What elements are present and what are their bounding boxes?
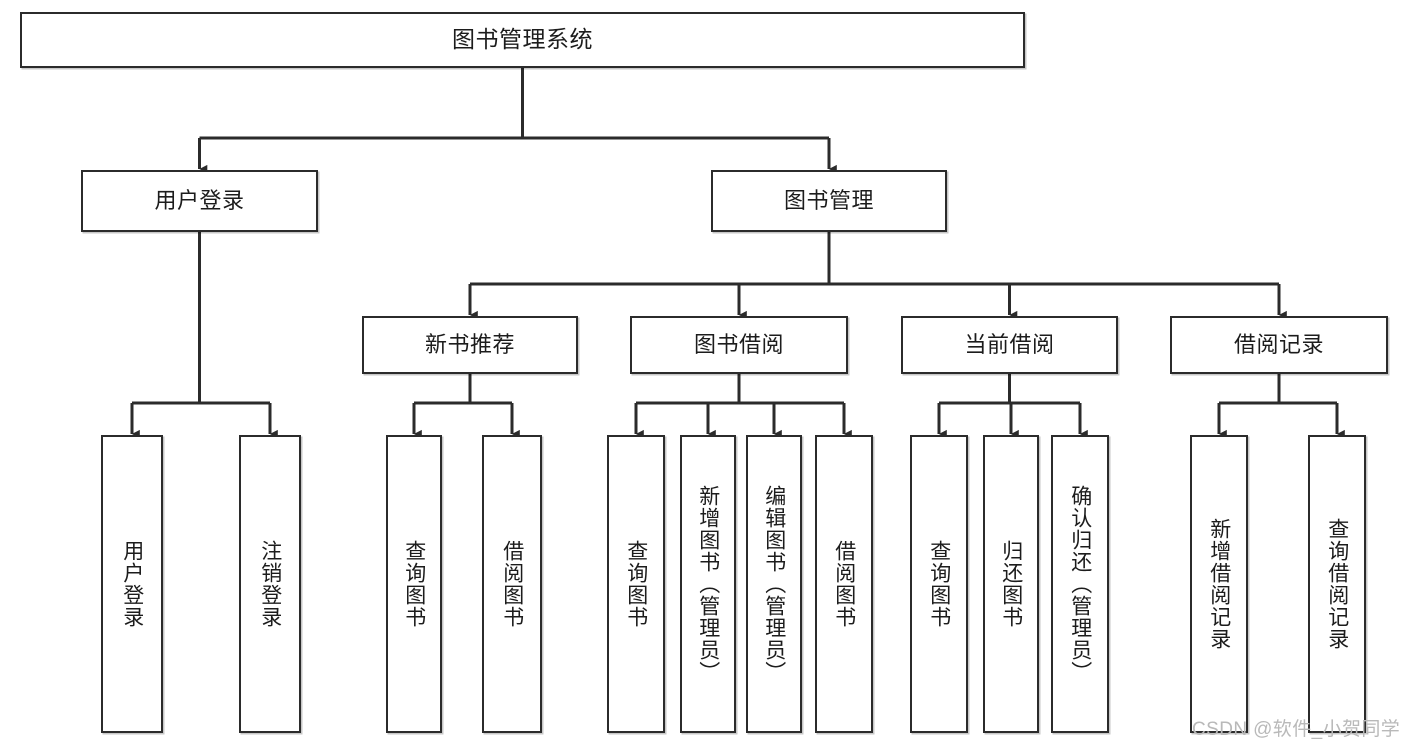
node-label: 借阅图书: [500, 540, 524, 628]
node-label: 新书推荐: [424, 332, 515, 358]
node-leaf-user-login[interactable]: 用户登录: [101, 435, 163, 733]
node-leaf-edit-book[interactable]: 编辑图书（管理员）: [746, 435, 802, 733]
node-leaf-return-book[interactable]: 归还图书: [983, 435, 1039, 733]
node-leaf-user-logout[interactable]: 注销登录: [239, 435, 301, 733]
node-leaf-query-book-2[interactable]: 查询图书: [607, 435, 665, 733]
node-leaf-query-book-1[interactable]: 查询图书: [386, 435, 442, 733]
node-label: 当前借阅: [964, 332, 1055, 358]
node-label: 编辑图书（管理员）: [762, 485, 786, 683]
node-label: 确认归还（管理员）: [1068, 485, 1092, 683]
node-label: 注销登录: [258, 540, 282, 628]
node-book-borrow[interactable]: 图书借阅: [630, 316, 848, 374]
node-label: 用户登录: [154, 188, 245, 214]
node-book-manage[interactable]: 图书管理: [711, 170, 947, 232]
node-label: 用户登录: [120, 540, 144, 628]
node-leaf-add-record[interactable]: 新增借阅记录: [1190, 435, 1248, 733]
node-root[interactable]: 图书管理系统: [20, 12, 1025, 68]
node-leaf-borrow-book-2[interactable]: 借阅图书: [815, 435, 873, 733]
node-current-borrow[interactable]: 当前借阅: [901, 316, 1118, 374]
node-new-book-recommend[interactable]: 新书推荐: [362, 316, 578, 374]
node-label: 新增借阅记录: [1207, 518, 1231, 650]
node-label: 图书管理系统: [452, 26, 593, 53]
node-leaf-confirm-return[interactable]: 确认归还（管理员）: [1051, 435, 1109, 733]
node-leaf-add-book[interactable]: 新增图书（管理员）: [680, 435, 736, 733]
node-leaf-borrow-book-1[interactable]: 借阅图书: [482, 435, 542, 733]
node-label: 查询图书: [402, 540, 426, 628]
node-label: 归还图书: [999, 540, 1023, 628]
node-borrow-record[interactable]: 借阅记录: [1170, 316, 1388, 374]
node-label: 查询图书: [624, 540, 648, 628]
node-label: 图书借阅: [693, 332, 784, 358]
node-leaf-query-book-3[interactable]: 查询图书: [910, 435, 968, 733]
node-user-login[interactable]: 用户登录: [81, 170, 318, 232]
node-label: 借阅记录: [1233, 332, 1324, 358]
node-label: 查询图书: [927, 540, 951, 628]
node-label: 图书管理: [783, 188, 874, 214]
node-label: 借阅图书: [832, 540, 856, 628]
csdn-watermark: CSDN @软件_小贺同学: [1192, 719, 1401, 740]
node-label: 查询借阅记录: [1325, 518, 1349, 650]
node-label: 新增图书（管理员）: [696, 485, 720, 683]
node-leaf-query-record[interactable]: 查询借阅记录: [1308, 435, 1366, 733]
